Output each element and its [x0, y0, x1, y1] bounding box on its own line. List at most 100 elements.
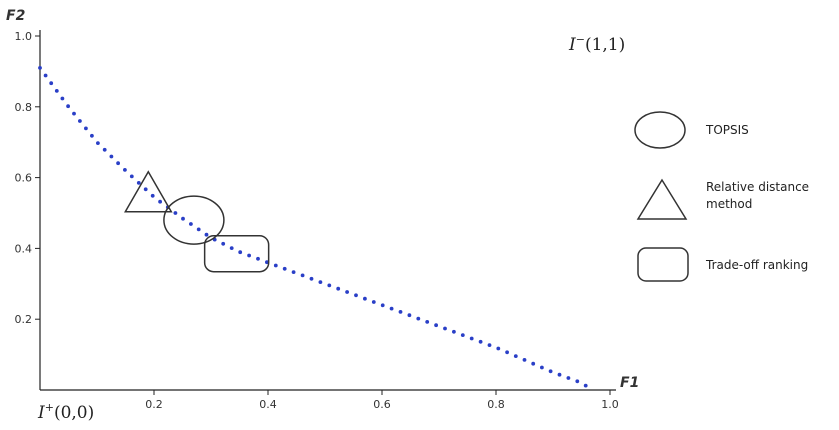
legend-rounded-rect-icon: [637, 247, 689, 282]
frontier-dot: [238, 250, 243, 255]
frontier-dot: [273, 263, 278, 268]
frontier-dot: [505, 350, 509, 355]
frontier-dot: [416, 316, 421, 321]
frontier-dot: [540, 365, 544, 370]
y-tick-label: 0.2: [15, 313, 33, 326]
topsis-marker: [163, 195, 225, 245]
frontier-dot: [43, 73, 48, 78]
frontier-dot: [102, 147, 107, 152]
frontier-dot: [345, 290, 349, 294]
positive-ideal-coords: (0,0): [54, 403, 94, 423]
frontier-dot: [78, 119, 82, 123]
y-tick-label: 1.0: [15, 30, 33, 43]
positive-ideal-sup: +: [45, 401, 54, 414]
x-tick-label: 0.2: [145, 398, 163, 411]
frontier-dot: [181, 216, 185, 221]
frontier-dot: [548, 369, 553, 374]
x-axis-title: F1: [620, 375, 639, 391]
frontier-dot: [189, 222, 193, 226]
frontier-dot: [116, 161, 120, 166]
frontier-dot: [38, 66, 42, 70]
x-tick-label: 0.4: [259, 398, 277, 411]
legend-triangle-icon: [636, 178, 688, 220]
frontier-dot: [265, 260, 269, 265]
frontier-dot: [229, 246, 234, 251]
frontier-dot: [72, 111, 76, 116]
negative-ideal-label: I−(1,1): [568, 33, 625, 55]
frontier-dot: [327, 283, 332, 288]
frontier-dot: [282, 266, 287, 271]
negative-ideal-symbol: I: [568, 35, 576, 55]
frontier-dot: [60, 96, 65, 101]
frontier-dot: [443, 326, 447, 331]
frontier-dot: [256, 256, 260, 261]
frontier-dot: [336, 286, 341, 291]
frontier-dot: [513, 354, 518, 358]
y-axis-title: F2: [6, 8, 25, 24]
negative-ideal-sup: −: [576, 33, 585, 46]
frontier-dot: [407, 313, 412, 318]
frontier-dot: [309, 276, 314, 281]
frontier-dot: [389, 306, 394, 311]
trade-off-marker: [203, 234, 270, 273]
frontier-dot: [496, 346, 501, 351]
frontier-dot: [129, 174, 134, 179]
positive-ideal-label: I+(0,0): [37, 401, 94, 423]
x-tick-label: 1.0: [601, 398, 619, 411]
frontier-dot: [96, 141, 100, 146]
frontier-dot: [291, 270, 296, 274]
frontier-dot: [247, 253, 252, 258]
frontier-dot: [150, 193, 155, 198]
frontier-dot: [478, 339, 483, 344]
markers: [124, 170, 270, 273]
frontier-dot: [143, 187, 148, 192]
frontier-dot: [84, 126, 88, 131]
frontier-dot: [583, 383, 588, 388]
positive-ideal-symbol: I: [37, 403, 45, 423]
frontier-dot: [452, 329, 456, 334]
frontier-dot: [398, 310, 403, 314]
legend-label-topsis: TOPSIS: [705, 123, 749, 137]
axes: [39, 30, 616, 391]
frontier-dot: [49, 81, 54, 86]
legend-label-relative-distance: Relative distance method: [706, 180, 809, 211]
negative-ideal-coords: (1,1): [585, 35, 625, 55]
frontier-dot: [204, 232, 209, 237]
x-tick-label: 0.8: [487, 398, 505, 411]
frontier-series: [38, 66, 588, 388]
frontier-dot: [531, 361, 536, 366]
frontier-dot: [123, 168, 127, 172]
frontier-dot: [90, 133, 94, 138]
frontier-dot: [363, 296, 367, 301]
frontier-dot: [425, 320, 430, 324]
frontier-dot: [173, 211, 178, 215]
frontier-dot: [158, 199, 163, 204]
legend-label-trade-off: Trade-off ranking: [705, 258, 808, 272]
y-tick-label: 0.6: [15, 172, 33, 185]
relative-distance-marker: [124, 170, 173, 213]
frontier-dot: [300, 273, 305, 278]
frontier-dot: [196, 227, 201, 232]
x-tick-label: 0.6: [373, 398, 391, 411]
legend: TOPSIS Relative distance method Trade-off…: [634, 111, 809, 282]
frontier-dot: [66, 104, 70, 109]
legend-label-relative-distance-line2: method: [706, 197, 752, 211]
frontier-dot: [575, 379, 580, 384]
frontier-dot: [566, 376, 571, 380]
frontier-dot: [136, 181, 141, 185]
y-tick-label: 0.4: [15, 242, 33, 255]
frontier-dot: [221, 241, 226, 246]
frontier-dot: [460, 333, 465, 337]
frontier-dot: [522, 358, 527, 362]
frontier-dot: [469, 336, 474, 341]
frontier-dot: [434, 323, 438, 328]
legend-label-relative-distance-line1: Relative distance: [706, 180, 809, 194]
legend-ellipse-icon: [634, 111, 686, 149]
frontier-dot: [487, 343, 492, 347]
frontier-dot: [54, 89, 59, 93]
frontier-dot: [318, 280, 323, 284]
frontier-dot: [354, 293, 358, 298]
frontier-dot: [371, 300, 376, 304]
